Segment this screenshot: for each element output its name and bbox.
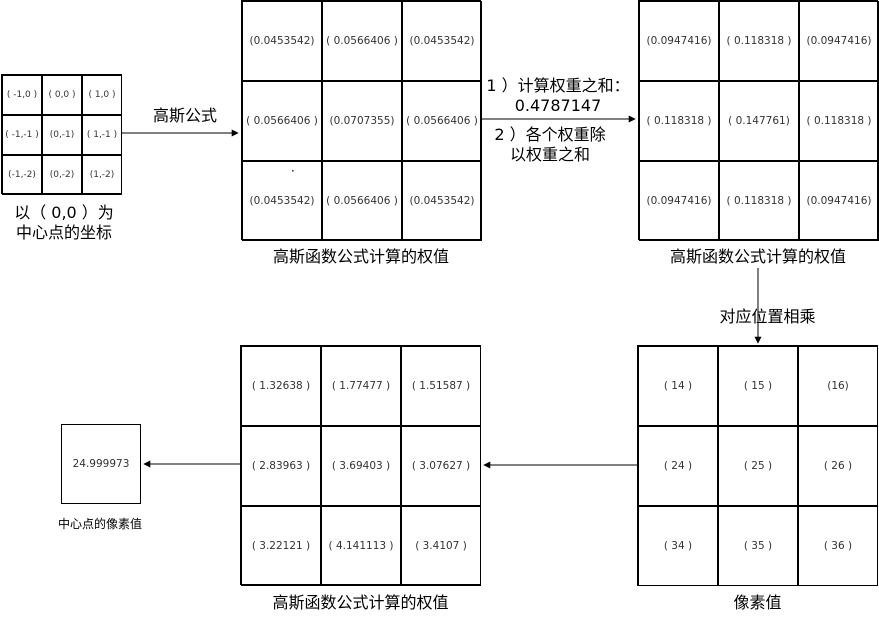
weights-grid: (0.0453542)( 0.0566406 )(0.0453542)( 0.0… (241, 0, 482, 241)
weights-cell-7: ( 0.0566406 ) (322, 161, 402, 241)
products-cell-5: ( 3.07627 ) (401, 426, 481, 506)
coords-cell-2: ( 1,0 ) (82, 75, 122, 115)
pixels-cell-3: ( 24 ) (638, 426, 718, 506)
normalized-cell-6: (0.0947416) (639, 161, 719, 241)
products-cell-4: ( 3.69403 ) (321, 426, 401, 506)
weights-cell-8: (0.0453542) (402, 161, 482, 241)
multiply-label: 对应位置相乘 (719, 307, 816, 326)
pixels-grid: ( 14 )( 15 )(16) ( 24 )( 25 )( 26 ) ( 34 )… (637, 345, 878, 586)
products-cell-7: ( 4.141113 ) (321, 506, 401, 586)
pixels-cell-8: ( 36 ) (798, 506, 878, 586)
coordinate-caption: 以（ 0,0 ）为 中心点的坐标 (14, 203, 114, 242)
normalized-weights-grid: (0.0947416)( 0.118318 )(0.0947416)( 0.11… (638, 0, 879, 241)
weights-cell-0: (0.0453542) (242, 1, 322, 81)
products-cell-6: ( 3.22121 ) (241, 506, 321, 586)
weights-cell-4: (0.0707355) (322, 81, 402, 161)
weights-caption: 高斯函数公式计算的权值 (272, 247, 449, 266)
coords-cell-4: (0,-1) (42, 115, 82, 155)
result-box: 24.999973 (61, 424, 141, 504)
weights-cell-1: ( 0.0566406 ) (322, 1, 402, 81)
divide-weights-label: 2 ）各个权重除 以权重之和 (494, 125, 606, 164)
products-cell-2: ( 1.51587 ) (401, 346, 481, 426)
pixels-cell-2: (16) (798, 346, 878, 426)
weights-cell-2: (0.0453542) (402, 1, 482, 81)
pixels-caption: 像素值 (733, 593, 782, 612)
gauss-formula-label: 高斯公式 (152, 106, 217, 125)
coords-cell-5: ( 1,-1 ) (82, 115, 122, 155)
products-cell-8: ( 3.4107 ) (401, 506, 481, 586)
products-cell-3: ( 2.83963 ) (241, 426, 321, 506)
pixels-cell-0: ( 14 ) (638, 346, 718, 426)
sum-weights-label: 1 ）计算权重之和： 0.4787147 (486, 76, 630, 115)
coords-cell-1: ( 0,0 ) (42, 75, 82, 115)
products-cell-0: ( 1.32638 ) (241, 346, 321, 426)
coords-cell-0: ( -1,0 ) (2, 75, 42, 115)
coordinate-grid: ( -1,0 )( 0,0 )( 1,0 ) ( -1,-1 )(0,-1)( 1… (1, 74, 122, 195)
weights-cell-3: ( 0.0566406 ) (242, 81, 322, 161)
weights-dot: · (291, 164, 295, 178)
coords-cell-3: ( -1,-1 ) (2, 115, 42, 155)
products-grid: ( 1.32638 )( 1.77477 )( 1.51587 ) ( 2.839… (240, 345, 481, 586)
pixels-cell-1: ( 15 ) (718, 346, 798, 426)
normalized-cell-0: (0.0947416) (639, 1, 719, 81)
pixels-cell-4: ( 25 ) (718, 426, 798, 506)
normalized-cell-7: ( 0.118318 ) (719, 161, 799, 241)
result-caption: 中心点的像素值 (57, 517, 142, 531)
weights-cell-5: ( 0.0566406 ) (402, 81, 482, 161)
normalized-cell-4: ( 0.147761) (719, 81, 799, 161)
coords-cell-7: (0,-2) (42, 155, 82, 195)
result-value: 24.999973 (72, 458, 130, 470)
normalized-cell-3: ( 0.118318 ) (639, 81, 719, 161)
coords-cell-6: (-1,-2) (2, 155, 42, 195)
products-caption: 高斯函数公式计算的权值 (272, 593, 449, 612)
weights-cell-6: (0.0453542) (242, 161, 322, 241)
pixels-cell-6: ( 34 ) (638, 506, 718, 586)
pixels-cell-5: ( 26 ) (798, 426, 878, 506)
pixels-cell-7: ( 35 ) (718, 506, 798, 586)
products-cell-1: ( 1.77477 ) (321, 346, 401, 426)
normalized-caption: 高斯函数公式计算的权值 (669, 247, 846, 266)
coords-cell-8: (1,-2) (82, 155, 122, 195)
normalized-cell-1: ( 0.118318 ) (719, 1, 799, 81)
